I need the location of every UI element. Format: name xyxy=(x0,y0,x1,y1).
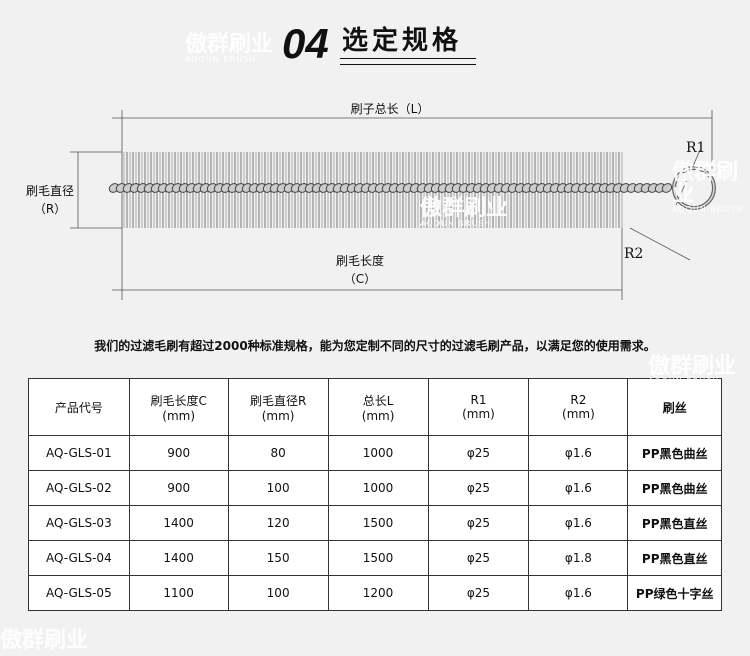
table-cell: PP黑色直丝 xyxy=(627,540,722,576)
table-cell: 1200 xyxy=(327,575,429,611)
total-length-label: 刷子总长（L） xyxy=(350,102,430,116)
section-title: 选定规格 xyxy=(342,26,463,56)
table-cell: φ1.6 xyxy=(528,470,629,506)
wire-twist xyxy=(661,183,673,193)
table-cell: φ25 xyxy=(427,435,530,471)
column-header: 刷毛长度C(mm) xyxy=(128,378,229,436)
table-cell: 900 xyxy=(128,435,229,471)
table-cell: AQ-GLS-01 xyxy=(28,435,130,471)
header-unit: (mm) xyxy=(261,408,295,423)
r2-label: R2 xyxy=(624,246,644,262)
title-underline xyxy=(340,64,476,65)
table-cell: 1100 xyxy=(128,575,229,611)
watermark-logo: 傲群刷业 xyxy=(0,628,89,653)
table-cell: φ25 xyxy=(427,505,530,541)
table-cell: AQ-GLS-05 xyxy=(28,575,130,611)
header-text: 刷丝 xyxy=(662,400,687,415)
r1-label: R1 xyxy=(686,140,706,156)
table-cell: φ1.8 xyxy=(528,540,629,576)
title-underline xyxy=(340,58,476,59)
table-cell: 1000 xyxy=(327,470,429,506)
table-cell: 1400 xyxy=(128,540,229,576)
table-cell: 1000 xyxy=(327,435,429,471)
header-text: 产品代号 xyxy=(54,400,103,415)
header-unit: (mm) xyxy=(462,407,495,421)
table-cell: AQ-GLS-02 xyxy=(28,470,130,506)
table-cell: φ25 xyxy=(427,540,530,576)
table-cell: φ1.6 xyxy=(528,435,629,471)
header-text: R1 xyxy=(470,393,487,407)
column-header: 刷毛直径R(mm) xyxy=(227,378,329,436)
table-cell: 150 xyxy=(227,540,329,576)
header-unit: (mm) xyxy=(162,408,196,423)
header-text: 总长L xyxy=(362,393,394,408)
table-cell: 1500 xyxy=(327,540,429,576)
header-unit: (mm) xyxy=(562,407,595,421)
table-cell: 1400 xyxy=(128,505,229,541)
brush-diagram xyxy=(70,110,716,300)
header-unit: (mm) xyxy=(361,408,395,423)
table-cell: φ25 xyxy=(427,575,530,611)
section-number: 04 xyxy=(282,20,329,67)
table-cell: 100 xyxy=(227,575,329,611)
table-cell: φ25 xyxy=(427,470,530,506)
table-cell: 80 xyxy=(227,435,329,471)
diameter-label: 刷毛直径 xyxy=(25,184,74,198)
header-text: 刷毛长度C xyxy=(150,393,207,408)
bristle-length-symbol: （C） xyxy=(343,272,377,286)
table-cell: AQ-GLS-03 xyxy=(28,505,130,541)
column-header: R2(mm) xyxy=(528,378,629,436)
table-cell: 100 xyxy=(227,470,329,506)
table-cell: PP绿色十字丝 xyxy=(627,575,722,611)
header-text: R2 xyxy=(570,393,587,407)
table-header-row: 产品代号刷毛长度C(mm)刷毛直径R(mm)总长L(mm)R1(mm)R2(mm… xyxy=(28,378,722,436)
column-header: 产品代号 xyxy=(28,378,130,436)
table-cell: AQ-GLS-04 xyxy=(28,540,130,576)
column-header: 总长L(mm) xyxy=(327,378,429,436)
intro-text: 我们的过滤毛刷有超过2000种标准规格，能为您定制不同的尺寸的过滤毛刷产品，以满… xyxy=(94,339,656,353)
table-cell: 120 xyxy=(227,505,329,541)
table-cell: PP黑色曲丝 xyxy=(627,470,722,506)
column-header: 刷丝 xyxy=(627,378,722,436)
table-cell: φ1.6 xyxy=(528,505,629,541)
table-cell: φ1.6 xyxy=(528,575,629,611)
table-cell: 900 xyxy=(128,470,229,506)
table-cell: PP黑色曲丝 xyxy=(627,435,722,471)
header-text: 刷毛直径R xyxy=(249,393,307,408)
twisted-wire xyxy=(108,183,673,193)
column-header: R1(mm) xyxy=(427,378,530,436)
diameter-symbol: （R） xyxy=(33,202,67,216)
table-cell: PP黑色直丝 xyxy=(627,505,722,541)
bristle-length-label: 刷毛长度 xyxy=(335,254,384,268)
spec-table: 产品代号刷毛长度C(mm)刷毛直径R(mm)总长L(mm)R1(mm)R2(mm… xyxy=(28,378,722,611)
table-cell: 1500 xyxy=(327,505,429,541)
